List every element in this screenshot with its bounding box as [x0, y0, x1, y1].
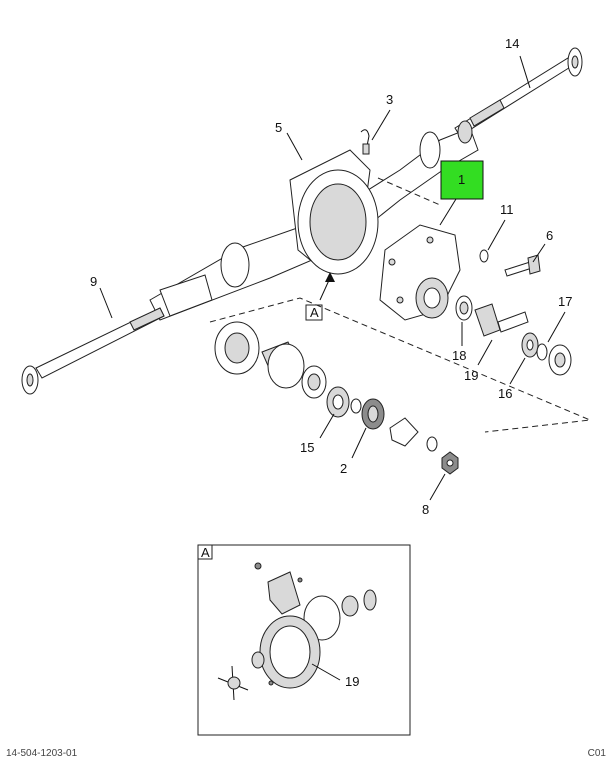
bearing-cup[interactable]: [455, 295, 473, 321]
adjusting-nut[interactable]: [441, 451, 459, 475]
callout-16[interactable]: 16: [498, 386, 512, 401]
carrier-dashed-leader: [377, 177, 441, 206]
pinion-bearing[interactable]: [521, 332, 539, 358]
side-bearing-left[interactable]: [326, 386, 362, 418]
differential-carrier[interactable]: [379, 224, 461, 321]
leader-16: [509, 357, 526, 385]
callout-19[interactable]: 19: [464, 368, 478, 383]
callout-14[interactable]: 14: [505, 36, 519, 51]
breather-vent[interactable]: [360, 129, 370, 155]
detail-ring-gear[interactable]: [251, 615, 321, 689]
leader-2: [351, 427, 367, 459]
callout-8[interactable]: 8: [422, 502, 429, 517]
drive-pinion[interactable]: [474, 303, 529, 337]
leader-19: [477, 339, 493, 366]
leader-1: [439, 198, 457, 226]
detail-a-label[interactable]: A: [201, 545, 210, 560]
callout-15[interactable]: 15: [300, 440, 314, 455]
callout-a[interactable]: A: [310, 305, 319, 320]
callout-17[interactable]: 17: [558, 294, 572, 309]
leader-9: [99, 287, 113, 319]
axle-housing[interactable]: [149, 120, 479, 321]
leader-3: [371, 109, 391, 141]
leader-17: [547, 311, 566, 343]
differential-case-parts[interactable]: [214, 321, 327, 399]
footer-code: C01: [587, 748, 606, 759]
differential-dashed-outline: [209, 297, 592, 433]
axle-shaft-left[interactable]: [21, 307, 165, 395]
detail-leader-19: [311, 663, 341, 681]
callout-9[interactable]: 9: [90, 274, 97, 289]
callout-11[interactable]: 11: [500, 202, 514, 217]
leader-5: [286, 132, 303, 161]
leader-6: [532, 243, 546, 263]
adjuster-parts[interactable]: [389, 417, 438, 452]
callout-3[interactable]: 3: [386, 92, 393, 107]
leader-14: [519, 55, 531, 89]
leader-15: [319, 413, 335, 439]
highlight-box: [440, 160, 484, 200]
callout-2[interactable]: 2: [340, 461, 347, 476]
side-bearing-right[interactable]: [361, 398, 385, 430]
callout-5[interactable]: 5: [275, 120, 282, 135]
leader-8: [429, 473, 446, 501]
carrier-bolt[interactable]: [504, 254, 541, 277]
detail-a-label-box: [197, 544, 213, 560]
callout-1[interactable]: 1: [458, 172, 465, 187]
leader-11: [487, 219, 506, 251]
callout-6[interactable]: 6: [546, 228, 553, 243]
section-a-box: [305, 304, 323, 321]
section-a-arrowhead: [325, 272, 335, 282]
callout-18[interactable]: 18: [452, 348, 466, 363]
detail-spider-gears[interactable]: [217, 665, 274, 701]
axle-shaft-right[interactable]: [454, 47, 583, 137]
detail-callout-19[interactable]: 19: [345, 674, 359, 689]
footer-part-number: 14-504-1203-01: [6, 748, 78, 759]
washer[interactable]: [479, 249, 489, 263]
pinion-seal[interactable]: [536, 343, 572, 376]
